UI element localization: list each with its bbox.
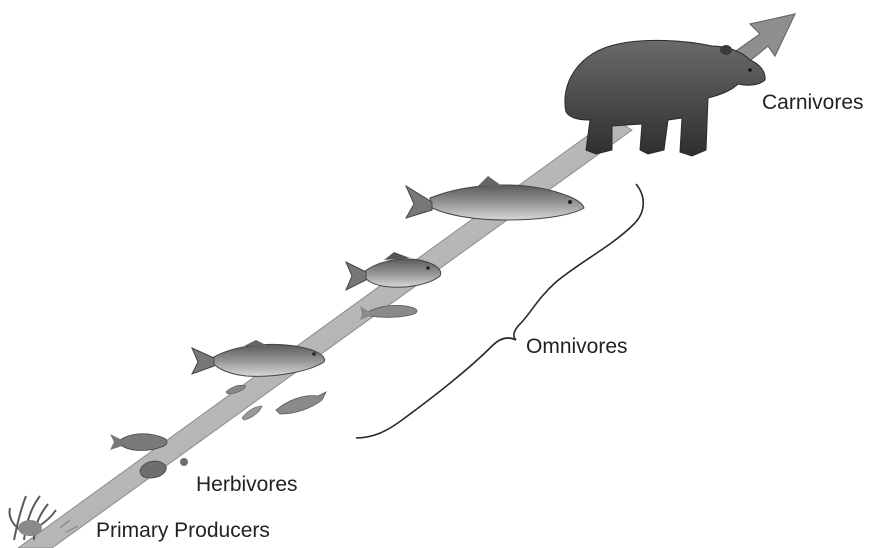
omnivores-label: Omnivores — [526, 336, 628, 357]
carnivores-label: Carnivores — [762, 92, 864, 113]
herbivores-label: Herbivores — [196, 474, 298, 495]
bear-icon — [565, 40, 765, 156]
primary-producers-label: Primary Producers — [96, 520, 270, 541]
fish-icon-minnow — [110, 434, 167, 451]
trophic-arrow-band — [18, 118, 632, 548]
invertebrate-icon-shrimp — [276, 392, 326, 414]
